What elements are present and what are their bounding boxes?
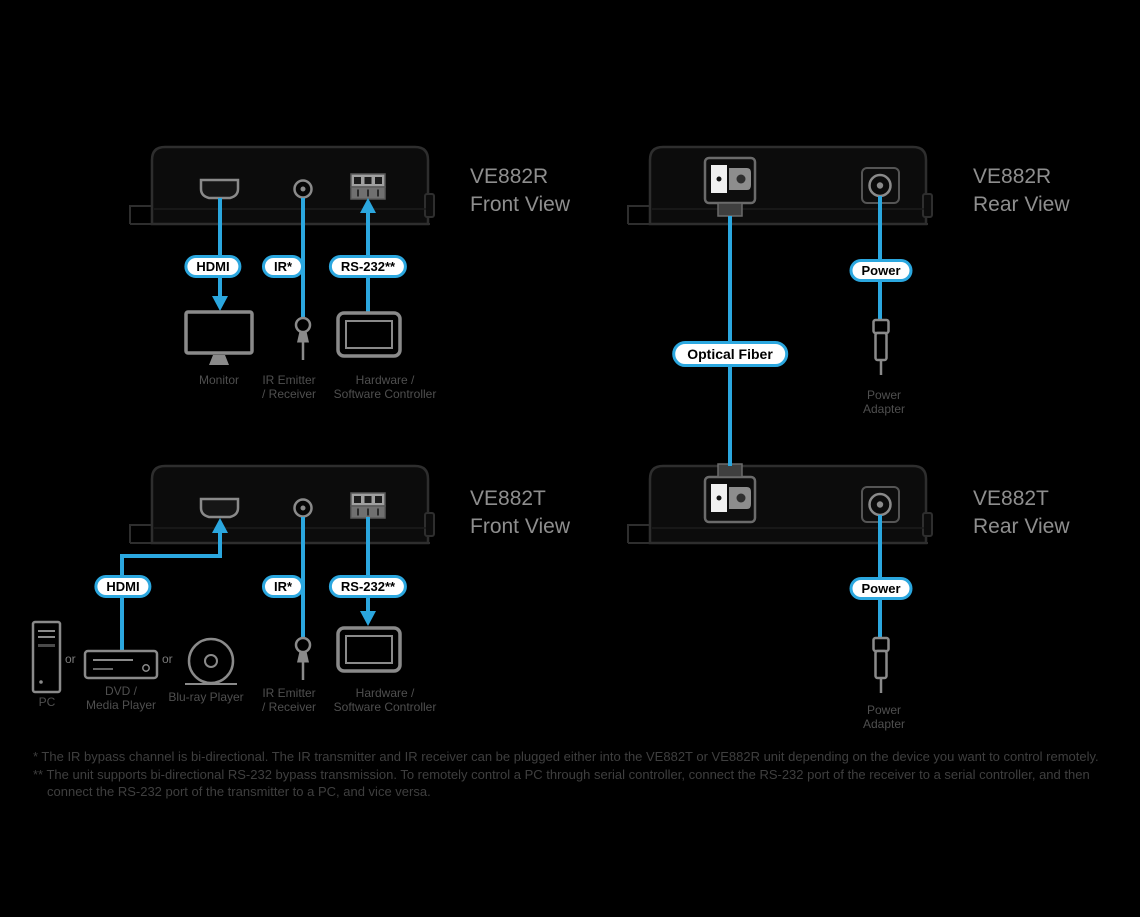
power-adapter-icon (872, 636, 890, 693)
ir-emitter-icon (294, 636, 312, 680)
dvd-player-label: DVD / Media Player (85, 684, 157, 712)
model-name: VE882R (470, 165, 549, 188)
receiver-rear-caption: VE882R Rear View (973, 163, 1070, 219)
or-separator: or (162, 652, 173, 666)
power-label-receiver: Power (849, 259, 913, 282)
model-name: VE882R (973, 165, 1052, 188)
power-adapter-label: Power Adapter (862, 703, 906, 731)
receiver-front-unit (128, 145, 436, 226)
controller-icon (336, 311, 402, 358)
power-adapter-icon (872, 318, 890, 375)
view-name: Front View (470, 193, 570, 216)
ir-emitter-icon (294, 316, 312, 360)
hdmi-cable-transmitter (120, 531, 222, 651)
transmitter-rear-caption: VE882T Rear View (973, 485, 1070, 541)
optical-fiber-label: Optical Fiber (672, 341, 788, 367)
ir-label-receiver: IR* (261, 255, 305, 278)
power-adapter-label: Power Adapter (862, 388, 906, 416)
view-name: Front View (470, 515, 570, 538)
ir-emitter-label: IR Emitter / Receiver (261, 686, 317, 714)
pc-label: PC (38, 695, 56, 709)
rs232-label-transmitter: RS-232** (328, 575, 408, 598)
rs232-label-receiver: RS-232** (328, 255, 408, 278)
ir-label-transmitter: IR* (261, 575, 305, 598)
model-name: VE882T (470, 487, 546, 510)
bluray-player-icon (185, 637, 237, 685)
or-separator: or (65, 652, 76, 666)
model-name: VE882T (973, 487, 1049, 510)
view-name: Rear View (973, 515, 1070, 538)
hdmi-arrow-up (212, 518, 228, 533)
monitor-label: Monitor (198, 373, 240, 387)
receiver-rear-unit (626, 145, 934, 226)
transmitter-front-caption: VE882T Front View (470, 485, 570, 541)
footnote-rs232-cont: connect the RS-232 port of the transmitt… (47, 784, 431, 799)
hdmi-label-transmitter: HDMI (94, 575, 152, 598)
pc-icon (31, 620, 62, 694)
power-label-transmitter: Power (849, 577, 913, 600)
footnote-rs232: ** The unit supports bi-directional RS-2… (33, 766, 1090, 782)
dvd-player-icon (83, 649, 159, 680)
controller-label: Hardware / Software Controller (333, 373, 437, 401)
transmitter-rear-unit (626, 464, 934, 545)
transmitter-front-unit (128, 464, 436, 545)
footnote-ir: * The IR bypass channel is bi-directiona… (33, 749, 1099, 764)
rs232-arrow-up (360, 198, 376, 213)
receiver-front-caption: VE882R Front View (470, 163, 570, 219)
controller-label: Hardware / Software Controller (333, 686, 437, 714)
ir-emitter-label: IR Emitter / Receiver (261, 373, 317, 401)
hdmi-arrow-down (212, 296, 228, 311)
monitor-icon (184, 310, 254, 365)
fiber-connector-receiver (717, 202, 743, 217)
view-name: Rear View (973, 193, 1070, 216)
rs232-arrow-down (360, 611, 376, 626)
bluray-player-label: Blu-ray Player (168, 690, 244, 704)
controller-icon (336, 626, 402, 673)
footnotes: * The IR bypass channel is bi-directiona… (33, 748, 1099, 801)
hdmi-label-receiver: HDMI (184, 255, 242, 278)
